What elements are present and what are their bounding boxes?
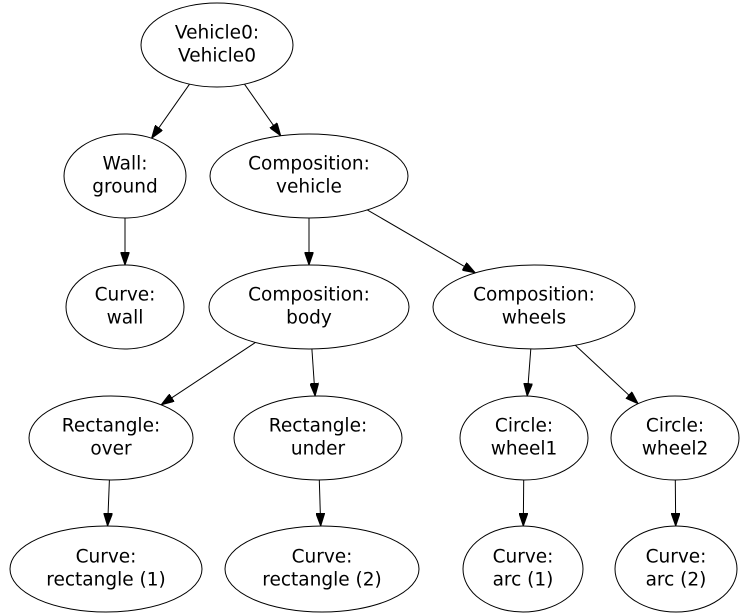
node-label-line2: wheel2 xyxy=(642,439,709,460)
node-ellipse xyxy=(614,525,738,613)
node-label-line1: Curve: xyxy=(493,547,554,568)
node-label-line1: Curve: xyxy=(95,285,156,306)
edge-composition-body-to-rectangle-under xyxy=(312,348,315,396)
node-label-line1: Composition: xyxy=(473,285,595,306)
edges-layer xyxy=(108,83,676,526)
node-curve-wall: Curve:wall xyxy=(65,264,185,350)
node-ellipse xyxy=(233,395,403,481)
node-label-line2: Vehicle0 xyxy=(178,46,256,67)
node-ellipse xyxy=(462,525,584,613)
edge-rectangle-under-to-curve-rectangle-2 xyxy=(319,479,320,526)
node-ellipse xyxy=(140,2,294,88)
node-label-line2: under xyxy=(291,439,346,460)
node-ellipse xyxy=(9,525,203,613)
node-label-line2: rectangle (2) xyxy=(262,570,381,591)
edge-vehicle0-to-wall-ground xyxy=(152,83,190,138)
node-label-line1: Rectangle: xyxy=(269,416,367,437)
node-ellipse xyxy=(432,264,636,350)
node-ellipse xyxy=(459,395,589,481)
node-label-line2: arc (1) xyxy=(493,570,554,591)
node-label-line1: Circle: xyxy=(646,416,704,437)
node-ellipse xyxy=(209,133,409,219)
node-ellipse xyxy=(65,264,185,350)
node-label-line1: Wall: xyxy=(103,154,148,175)
node-label-line1: Composition: xyxy=(248,154,370,175)
node-label-line2: wall xyxy=(107,308,144,329)
node-label-line2: wheel1 xyxy=(491,439,558,460)
node-ellipse xyxy=(63,133,187,219)
edge-composition-wheels-to-circle-wheel1 xyxy=(527,348,531,396)
node-label-line2: ground xyxy=(92,177,157,198)
node-label-line2: vehicle xyxy=(276,177,342,198)
node-curve-arc-2: Curve:arc (2) xyxy=(614,525,738,613)
node-circle-wheel1: Circle:wheel1 xyxy=(459,395,589,481)
node-label-line2: over xyxy=(90,439,132,460)
node-label-line1: Curve: xyxy=(646,547,707,568)
edge-composition-body-to-rectangle-over xyxy=(161,342,256,405)
node-vehicle0: Vehicle0:Vehicle0 xyxy=(140,2,294,88)
node-wall-ground: Wall:ground xyxy=(63,133,187,219)
node-ellipse xyxy=(224,525,420,613)
node-label-line2: body xyxy=(286,308,332,329)
nodes-layer: Vehicle0:Vehicle0Wall:groundComposition:… xyxy=(9,2,740,613)
node-label-line1: Vehicle0: xyxy=(175,23,259,44)
edge-vehicle0-to-composition-vehicle xyxy=(244,83,281,136)
node-label-line2: rectangle (1) xyxy=(46,570,165,591)
edge-composition-wheels-to-circle-wheel2 xyxy=(574,344,638,403)
node-label-line1: Rectangle: xyxy=(62,416,160,437)
node-label-line1: Circle: xyxy=(495,416,553,437)
node-label-line1: Curve: xyxy=(292,547,353,568)
node-label-line1: Composition: xyxy=(248,285,370,306)
node-rectangle-over: Rectangle:over xyxy=(28,395,194,481)
node-composition-vehicle: Composition:vehicle xyxy=(209,133,409,219)
node-label-line1: Curve: xyxy=(76,547,137,568)
node-ellipse xyxy=(610,395,740,481)
node-curve-rectangle-2: Curve:rectangle (2) xyxy=(224,525,420,613)
node-composition-wheels: Composition:wheels xyxy=(432,264,636,350)
node-ellipse xyxy=(28,395,194,481)
node-rectangle-under: Rectangle:under xyxy=(233,395,403,481)
node-curve-arc-1: Curve:arc (1) xyxy=(462,525,584,613)
edge-rectangle-over-to-curve-rectangle-1 xyxy=(108,479,110,526)
node-curve-rectangle-1: Curve:rectangle (1) xyxy=(9,525,203,613)
edge-composition-vehicle-to-composition-wheels xyxy=(367,209,475,273)
node-composition-body: Composition:body xyxy=(208,264,410,350)
node-label-line2: arc (2) xyxy=(646,570,707,591)
node-circle-wheel2: Circle:wheel2 xyxy=(610,395,740,481)
node-ellipse xyxy=(208,264,410,350)
node-label-line2: wheels xyxy=(502,308,566,329)
